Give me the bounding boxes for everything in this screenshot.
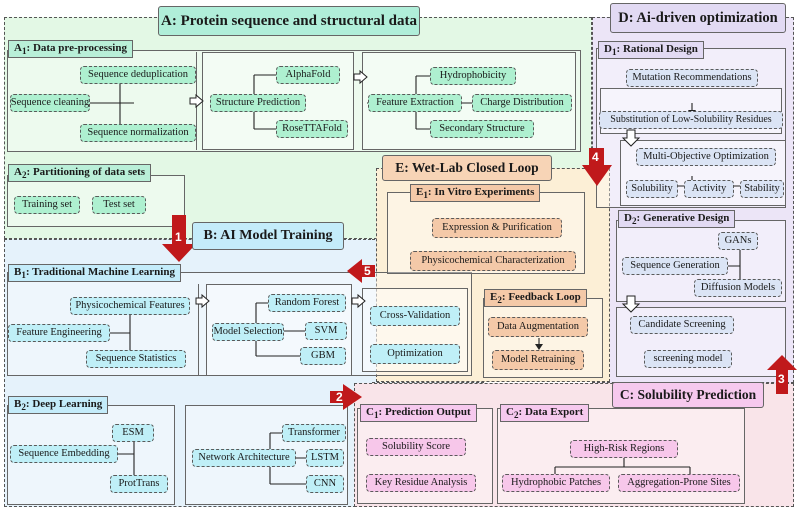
node-hydrophobicity: Hydrophobicity bbox=[430, 67, 516, 85]
node-charge-distribution: Charge Distribution bbox=[472, 94, 572, 112]
b1-title: B1: Traditional Machine Learning bbox=[8, 264, 181, 283]
node-mutation-recommendations: Mutation Recommendations bbox=[626, 69, 758, 87]
node-physicochemical-characterization: Physicochemical Characterization bbox=[410, 251, 576, 271]
node-solubility: Solubility bbox=[626, 180, 678, 198]
arrow-4-number: 4 bbox=[592, 150, 599, 164]
node-training-set: Training set bbox=[14, 196, 80, 214]
node-random-forest: Random Forest bbox=[268, 294, 346, 312]
node-solubility-score: Solubility Score bbox=[366, 438, 466, 456]
node-activity: Activity bbox=[684, 180, 734, 198]
node-sequence-cleaning: Sequence cleaning bbox=[10, 94, 90, 112]
d2-title: D2: Generative Design bbox=[618, 210, 736, 229]
node-aggregation-prone-sites: Aggregation-Prone Sites bbox=[618, 474, 740, 492]
node-physicochemical-features: Physicochemical Features bbox=[70, 297, 190, 315]
node-cross-validation: Cross-Validation bbox=[370, 306, 460, 326]
node-prottrans: ProtTrans bbox=[110, 475, 168, 493]
node-data-augmentation: Data Augmentation bbox=[488, 317, 588, 337]
e2-title: E2: Feedback Loop bbox=[484, 289, 587, 308]
a1-title: A1: Data pre-processing bbox=[8, 40, 133, 59]
node-feature-engineering: Feature Engineering bbox=[8, 324, 110, 342]
section-b-title-text: B: AI Model Training bbox=[203, 228, 333, 243]
node-alphafold: AlphaFold bbox=[276, 66, 340, 84]
node-screening-model: screening model bbox=[644, 350, 732, 368]
node-sequence-generation: Sequence Generation bbox=[622, 257, 728, 275]
section-a-title: A: Protein sequence and structural data bbox=[158, 6, 420, 36]
node-candidate-screening: Candidate Screening bbox=[630, 316, 734, 334]
node-secondary-structure: Secondary Structure bbox=[430, 120, 534, 138]
node-esm: ESM bbox=[112, 424, 154, 442]
node-sequence-deduplication: Sequence deduplication bbox=[80, 66, 196, 84]
node-lstm: LSTM bbox=[306, 449, 344, 467]
node-rosettafold: RoseTTAFold bbox=[276, 120, 348, 138]
section-c-title: C: Solubility Prediction bbox=[612, 382, 764, 408]
arrow-2-number: 2 bbox=[336, 390, 343, 404]
node-sequence-statistics: Sequence Statistics bbox=[86, 350, 186, 368]
c2-title: C2: Data Export bbox=[500, 404, 590, 423]
node-stability: Stability bbox=[740, 180, 784, 198]
node-svm: SVM bbox=[305, 322, 347, 340]
section-c-title-text: C: Solubility Prediction bbox=[619, 387, 757, 402]
node-optimization: Optimization bbox=[370, 344, 460, 364]
node-cnn: CNN bbox=[306, 475, 344, 493]
node-structure-prediction: Structure Prediction bbox=[210, 94, 306, 112]
node-gans: GANs bbox=[718, 232, 758, 250]
section-e-title-text: E: Wet-Lab Closed Loop bbox=[395, 160, 539, 175]
d1-title: D1: Rational Design bbox=[598, 41, 704, 60]
b1-group-features bbox=[7, 284, 199, 376]
node-transformer: Transformer bbox=[282, 424, 346, 442]
e1-title: E1: In Vitro Experiments bbox=[410, 184, 541, 203]
arrow-5-number: 5 bbox=[364, 264, 371, 278]
node-diffusion-models: Diffusion Models bbox=[694, 279, 782, 297]
node-multi-objective-optimization: Multi-Objective Optimization bbox=[636, 148, 776, 166]
node-hydrophobic-patches: Hydrophobic Patches bbox=[502, 474, 610, 492]
section-a-title-text: A: Protein sequence and structural data bbox=[161, 12, 417, 29]
node-sequence-normalization: Sequence normalization bbox=[80, 124, 196, 142]
node-expression-purification: Expression & Purification bbox=[432, 218, 562, 238]
b2-title: B2: Deep Learning bbox=[8, 396, 109, 415]
node-high-risk-regions: High-Risk Regions bbox=[570, 440, 678, 458]
node-key-residue-analysis: Key Residue Analysis bbox=[366, 474, 476, 492]
arrow-3-number: 3 bbox=[778, 372, 785, 386]
node-feature-extraction: Feature Extraction bbox=[368, 94, 462, 112]
arrow-1-number: 1 bbox=[175, 230, 182, 244]
section-d-title: D: Ai-driven optimization bbox=[610, 3, 786, 33]
c1-title: C1: Prediction Output bbox=[360, 404, 477, 423]
node-model-retraining: Model Retraining bbox=[492, 350, 584, 370]
section-d-title-text: D: Ai-driven optimization bbox=[618, 9, 778, 26]
section-e-title: E: Wet-Lab Closed Loop bbox=[382, 155, 552, 181]
node-model-selection: Model Selection bbox=[212, 323, 284, 341]
node-network-architecture: Network Architecture bbox=[192, 449, 296, 467]
node-substitution-low-solubility: Substitution of Low-Solubility Residues bbox=[599, 111, 783, 129]
node-gbm: GBM bbox=[300, 347, 346, 365]
a2-title: A2: Partitioning of data sets bbox=[8, 164, 152, 183]
section-b-title: B: AI Model Training bbox=[192, 222, 344, 250]
node-test-set: Test set bbox=[92, 196, 146, 214]
node-sequence-embedding: Sequence Embedding bbox=[10, 445, 118, 463]
